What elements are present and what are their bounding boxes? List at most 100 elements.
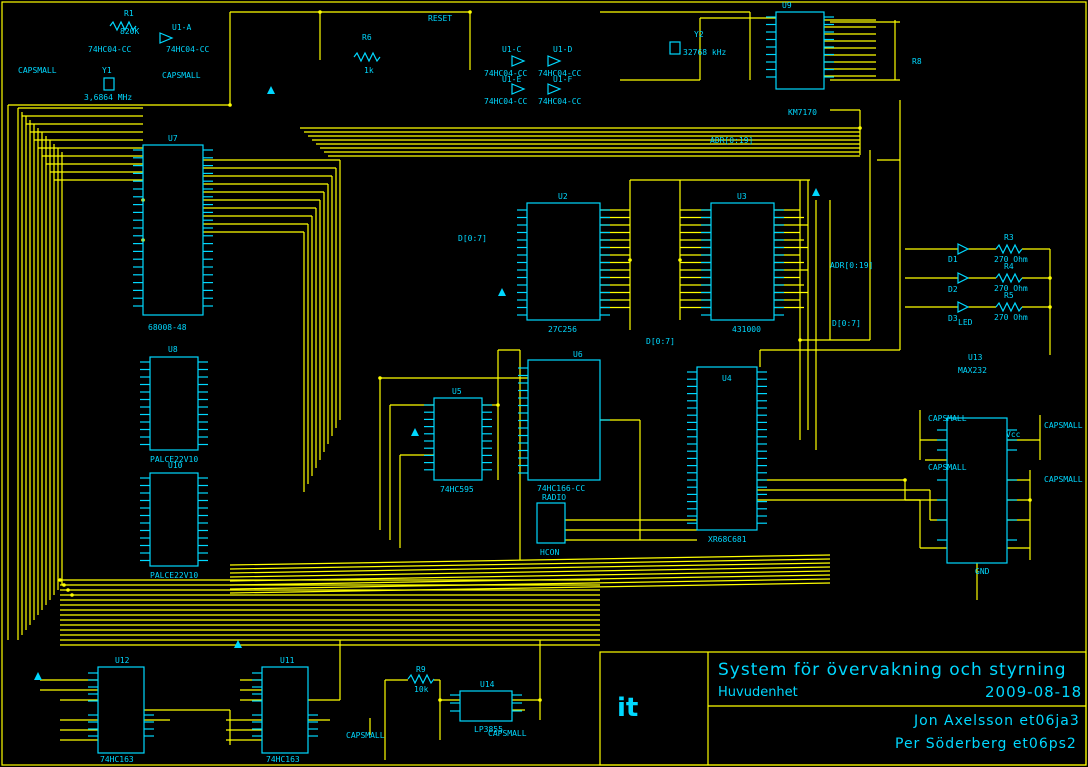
svg-text:U3: U3 (737, 192, 747, 201)
resistors: R1 820K R3 R4 R5 270 Ohm 270 Ohm 270 Ohm… (109, 9, 1028, 694)
svg-text:R4: R4 (1004, 262, 1014, 271)
svg-text:R5: R5 (1004, 291, 1014, 300)
svg-text:U1-A: U1-A (172, 23, 191, 32)
u7-part-label: 68008-48 (148, 323, 187, 332)
svg-text:U14: U14 (480, 680, 495, 689)
svg-text:CAPSMALL: CAPSMALL (18, 66, 57, 75)
y2-crystal: Y2 32768 kHz (669, 30, 727, 57)
svg-text:HCON: HCON (540, 548, 559, 557)
svg-text:270 Ohm: 270 Ohm (994, 313, 1028, 322)
svg-text:Vcc: Vcc (1006, 430, 1021, 439)
svg-text:74HC163: 74HC163 (100, 755, 134, 764)
svg-text:74HC04-CC: 74HC04-CC (538, 97, 582, 106)
svg-text:74HC04-CC: 74HC04-CC (166, 45, 210, 54)
svg-text:U4: U4 (722, 374, 732, 383)
svg-text:RESET: RESET (428, 14, 452, 23)
svg-text:LP3855: LP3855 (474, 725, 503, 734)
svg-text:CAPSMALL: CAPSMALL (928, 463, 967, 472)
svg-text:PALCE22V10: PALCE22V10 (150, 455, 198, 464)
svg-text:U2: U2 (558, 192, 568, 201)
author-1: Jon Axelsson et06ja3 (914, 713, 1080, 729)
svg-text:GND: GND (975, 567, 990, 576)
svg-text:U9: U9 (782, 1, 792, 10)
svg-text:U1-C: U1-C (502, 45, 521, 54)
u14-regulator: U14 LP3855 (459, 680, 513, 734)
svg-text:820K: 820K (120, 27, 139, 36)
svg-text:D2: D2 (948, 285, 958, 294)
misc-labels: RESET CAPSMALL CAPSMALL CAPSMALL CAPSMAL… (18, 14, 1083, 740)
title-block (599, 651, 1087, 766)
u8-pal: U8 PALCE22V10 (149, 345, 199, 464)
svg-text:CAPSMALL: CAPSMALL (162, 71, 201, 80)
svg-text:74HC163: 74HC163 (266, 755, 300, 764)
svg-text:U13: U13 (968, 353, 983, 362)
u9-rtc: U9 KM7170 (775, 1, 825, 117)
svg-text:U10: U10 (168, 461, 183, 470)
svg-text:R9: R9 (416, 665, 426, 674)
svg-text:R3: R3 (1004, 233, 1014, 242)
svg-text:ADR[0:19]: ADR[0:19] (710, 136, 753, 145)
svg-text:U1-E: U1-E (502, 75, 521, 84)
svg-text:D[0:7]: D[0:7] (832, 319, 861, 328)
svg-text:D3: D3 (948, 314, 958, 323)
svg-text:RADIO: RADIO (542, 493, 566, 502)
svg-text:Y1: Y1 (102, 66, 112, 75)
svg-text:ADR[0:19]: ADR[0:19] (830, 261, 873, 270)
author-2: Per Söderberg et06ps2 (895, 736, 1077, 752)
u2-eprom: U2 27C256 (526, 192, 601, 334)
svg-text:U5: U5 (452, 387, 462, 396)
svg-text:10k: 10k (414, 685, 429, 694)
svg-text:U6: U6 (573, 350, 583, 359)
svg-text:27C256: 27C256 (548, 325, 577, 334)
svg-text:270 Ohm: 270 Ohm (994, 255, 1028, 264)
svg-text:PALCE22V10: PALCE22V10 (150, 571, 198, 580)
svg-text:R1: R1 (124, 9, 134, 18)
svg-text:D[0:7]: D[0:7] (458, 234, 487, 243)
svg-text:D[0:7]: D[0:7] (646, 337, 675, 346)
svg-text:74HC595: 74HC595 (440, 485, 474, 494)
u12-counter: U12 74HC163 (97, 656, 145, 764)
u4-duart: U4 XR68C681 (696, 366, 758, 544)
u1-inverters: U1-A 74HC04-CC 74HC04-CC U1-C U1-D 74HC0… (88, 23, 582, 106)
svg-text:U1-F: U1-F (553, 75, 572, 84)
svg-text:R8: R8 (912, 57, 922, 66)
svg-text:U8: U8 (168, 345, 178, 354)
u6-shift-register: U6 74HC166-CC (527, 350, 601, 493)
u3-ram: U3 431000 (710, 192, 775, 334)
svg-text:270 Ohm: 270 Ohm (994, 284, 1028, 293)
svg-text:U1-D: U1-D (553, 45, 572, 54)
svg-text:74HC04-CC: 74HC04-CC (484, 97, 528, 106)
svg-text:1k: 1k (364, 66, 374, 75)
u5-shift-register: U5 74HC595 (433, 387, 483, 494)
svg-text:74HC166-CC: 74HC166-CC (537, 484, 585, 493)
svg-text:CAPSMALL: CAPSMALL (1044, 421, 1083, 430)
svg-text:74HC04-CC: 74HC04-CC (538, 69, 582, 78)
svg-text:MAX232: MAX232 (958, 366, 987, 375)
svg-text:32768 kHz: 32768 kHz (683, 48, 727, 57)
svg-text:D1: D1 (948, 255, 958, 264)
svg-text:74HC04-CC: 74HC04-CC (88, 45, 132, 54)
u7-cpu: U7 68008-48 (142, 134, 204, 332)
svg-text:CAPSMALL: CAPSMALL (346, 731, 385, 740)
svg-text:U11: U11 (280, 656, 295, 665)
u13-max232: U13 MAX232 (946, 353, 1008, 564)
u10-pal: U10 PALCE22V10 (149, 461, 199, 580)
svg-text:3,6864 MHz: 3,6864 MHz (84, 93, 132, 102)
svg-text:Y2: Y2 (694, 30, 704, 39)
svg-text:R6: R6 (362, 33, 372, 42)
pin-labels (88, 16, 1017, 737)
svg-text:LED: LED (958, 318, 973, 327)
schematic-date: 2009-08-18 (985, 683, 1083, 701)
svg-text:U12: U12 (115, 656, 130, 665)
schematic-title: System för övervakning och styrning (718, 660, 1067, 680)
led-array: D1 D2 D3 LED (948, 243, 973, 327)
y1-crystal: Y1 3,6864 MHz (84, 66, 132, 102)
svg-text:CAPSMALL: CAPSMALL (488, 729, 527, 738)
wire-network (7, 10, 1052, 760)
hcon-connector: RADIO HCON (536, 493, 566, 557)
power-arrows (34, 86, 820, 680)
schematic-subtitle: Huvudenhet (718, 685, 798, 700)
it-logo: it (617, 693, 639, 723)
